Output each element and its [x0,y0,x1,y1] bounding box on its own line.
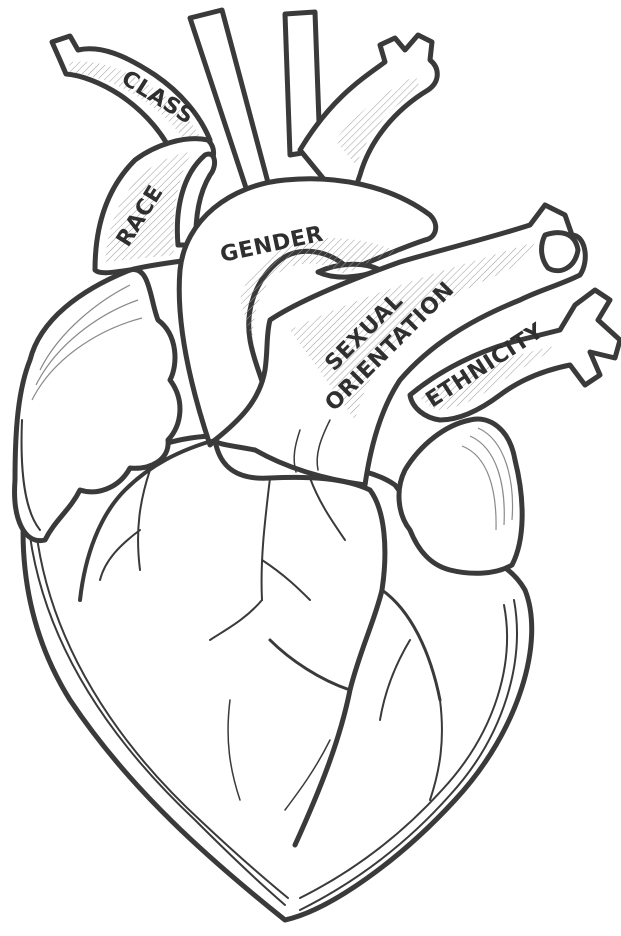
aorta [190,10,437,205]
